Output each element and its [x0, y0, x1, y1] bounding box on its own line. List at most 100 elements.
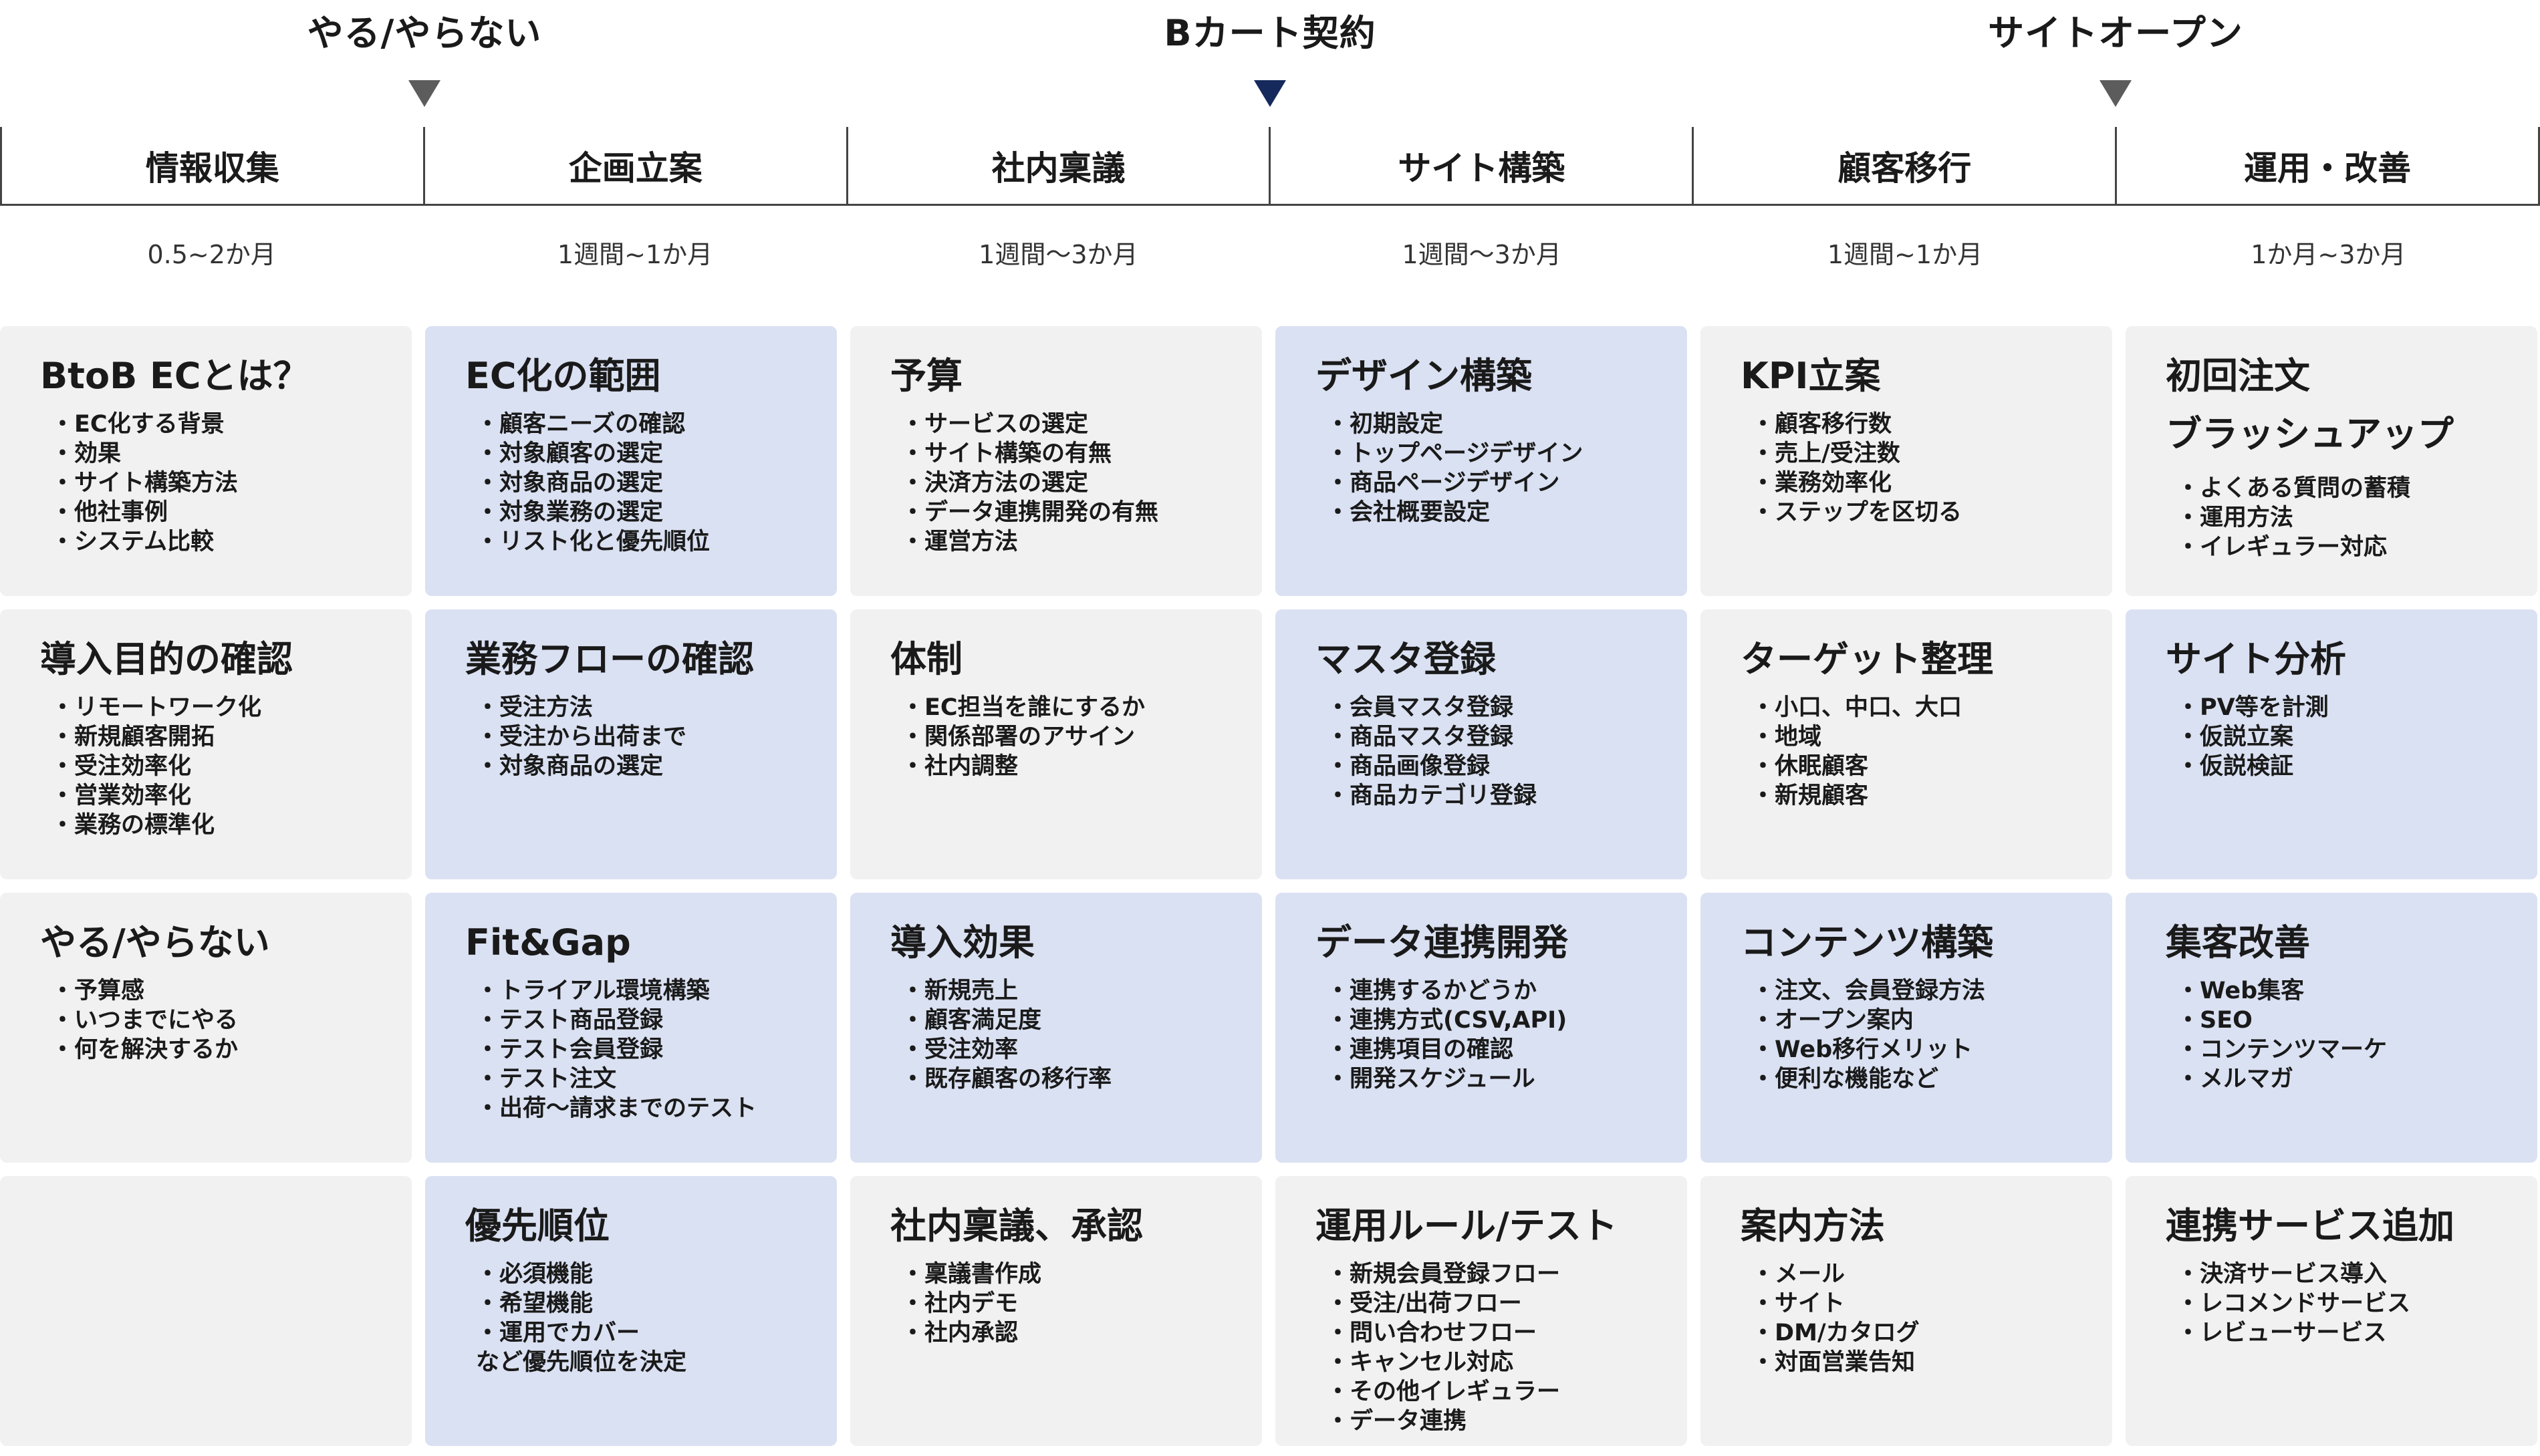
card-item: トライアル環境構築 [476, 976, 798, 1006]
card-item: 希望機能 [476, 1289, 798, 1318]
card-item: 連携項目の確認 [1326, 1035, 1648, 1064]
task-card: Fit&Gap トライアル環境構築テスト商品登録テスト会員登録テスト注文出荷～請求… [425, 893, 837, 1163]
card-item-list: サービスの選定サイト構築の有無決済方法の選定データ連携開発の有無運営方法 [890, 410, 1223, 557]
card-item: サイト [1751, 1289, 2073, 1318]
task-card: 集客改善Web集客SEOコンテンツマーケメルマガ [2126, 893, 2537, 1163]
card-item: 運用方法 [2176, 503, 2499, 533]
task-card: 案内方法メールサイトDM/カタログ対面営業告知 [1700, 1176, 2112, 1446]
card-item: テスト注文 [476, 1064, 798, 1094]
task-card: 優先順位必須機能希望機能運用でカバーなど優先順位を決定 [425, 1176, 837, 1446]
card-item: 決済方法の選定 [901, 468, 1223, 498]
phase-name: 情報収集 [145, 148, 279, 188]
card-item: 他社事例 [51, 498, 373, 527]
card-item: 会員マスタ登録 [1326, 693, 1648, 722]
milestone-label: サイトオープン [1988, 12, 2243, 54]
card-title: 案内方法 [1741, 1205, 1885, 1247]
card-title: Fit&Gap [465, 921, 631, 964]
card-title: BtoB ECとは？ [40, 355, 309, 397]
card-item: 運営方法 [901, 527, 1223, 557]
card-item: 決済サービス導入 [2176, 1260, 2499, 1289]
card-item-list: よくある質問の蓄積運用方法イレギュラー対応 [2166, 474, 2499, 562]
card-item: 対面営業告知 [1751, 1348, 2073, 1377]
card-item: 社内調整 [901, 752, 1223, 781]
card-item: テスト商品登録 [476, 1006, 798, 1035]
card-item-list: 新規会員登録フロー受注/出荷フロー問い合わせフローキャンセル対応その他イレギュラ… [1315, 1260, 1648, 1436]
card-item: 対象業務の選定 [476, 498, 798, 527]
card-item: 社内デモ [901, 1289, 1223, 1318]
card-title: サイト分析 [2166, 638, 2346, 680]
card-item-list: 決済サービス導入レコメンドサービスレビューサービス [2166, 1260, 2499, 1348]
card-item: 休眠顧客 [1751, 752, 2073, 781]
phase-header-row: 情報収集 企画立案 社内稟議 サイト構築 顧客移行 運用・改善 [0, 127, 2540, 206]
card-item: 顧客満足度 [901, 1006, 1223, 1035]
milestone-label: Bカート契約 [1164, 12, 1376, 54]
card-item: 地域 [1751, 722, 2073, 752]
card-item: 商品ページデザイン [1326, 468, 1648, 498]
card-item: 受注効率化 [51, 752, 373, 781]
card-item-list: Web集客SEOコンテンツマーケメルマガ [2166, 976, 2499, 1094]
task-card: 連携サービス追加決済サービス導入レコメンドサービスレビューサービス [2126, 1176, 2537, 1446]
card-item: 受注効率 [901, 1035, 1223, 1064]
phase-name: 企画立案 [568, 148, 703, 188]
card-item: 業務効率化 [1751, 468, 2073, 498]
card-item: 連携するかどうか [1326, 976, 1648, 1006]
card-item-list: リモートワーク化新規顧客開拓受注効率化営業効率化業務の標準化 [40, 693, 373, 840]
phase-header: 社内稟議 [846, 127, 1269, 206]
task-card: 初回注文ブラッシュアップよくある質問の蓄積運用方法イレギュラー対応 [2126, 326, 2537, 596]
card-item: 新規顧客 [1751, 781, 2073, 811]
card-item: 問い合わせフロー [1326, 1318, 1648, 1348]
task-card-grid: BtoB ECとは？EC化する背景効果サイト構築方法他社事例システム比較EC化の… [0, 326, 2540, 1446]
card-item: オープン案内 [1751, 1006, 2073, 1035]
task-card: BtoB ECとは？EC化する背景効果サイト構築方法他社事例システム比較 [0, 326, 412, 596]
phase-duration: 1か月~3か月 [2251, 240, 2406, 269]
card-item: コンテンツマーケ [2176, 1035, 2499, 1064]
card-item: よくある質問の蓄積 [2176, 474, 2499, 503]
task-card: コンテンツ構築注文、会員登録方法オープン案内Web移行メリット便利な機能など [1700, 893, 2112, 1163]
card-title: 連携サービス追加 [2166, 1205, 2454, 1247]
phase-name: 顧客移行 [1837, 148, 1972, 188]
card-note: など優先順位を決定 [476, 1349, 687, 1376]
card-item: DM/カタログ [1751, 1318, 2073, 1348]
phase-header: サイト構築 [1269, 127, 1692, 206]
task-card: 業務フローの確認受注方法受注から出荷まで対象商品の選定 [425, 609, 837, 879]
card-item-list: 予算感いつまでにやる何を解決するか [40, 976, 373, 1064]
card-item: メール [1751, 1260, 2073, 1289]
task-card: ターゲット整理小口、中口、大口地域休眠顧客新規顧客 [1700, 609, 2112, 879]
card-item: 出荷～請求までのテスト [476, 1094, 798, 1123]
task-card: サイト分析PV等を計測仮説立案仮説検証 [2126, 609, 2537, 879]
task-card: KPI立案顧客移行数売上/受注数業務効率化ステップを区切る [1700, 326, 2112, 596]
card-item-list: 初期設定トップページデザイン商品ページデザイン会社概要設定 [1315, 410, 1648, 527]
card-item: メルマガ [2176, 1064, 2499, 1094]
card-item: キャンセル対応 [1326, 1348, 1648, 1377]
card-item: PV等を計測 [2176, 693, 2499, 722]
phase-duration: 1週間～3か月 [1402, 240, 1561, 269]
task-card: 導入効果新規売上顧客満足度受注効率既存顧客の移行率 [850, 893, 1262, 1163]
card-item: 何を解決するか [51, 1035, 373, 1064]
card-item-list: 連携するかどうか連携方式(CSV,API)連携項目の確認開発スケジュール [1315, 976, 1648, 1094]
card-item: 予算感 [51, 976, 373, 1006]
card-item: 注文、会員登録方法 [1751, 976, 2073, 1006]
card-item: トップページデザイン [1326, 439, 1648, 468]
card-item: 既存顧客の移行率 [901, 1064, 1223, 1094]
card-item: 連携方式(CSV,API) [1326, 1006, 1648, 1035]
card-item: 運用でカバー [476, 1318, 798, 1348]
card-item-list: メールサイトDM/カタログ対面営業告知 [1741, 1260, 2073, 1377]
phase-name: 運用・改善 [2244, 148, 2412, 188]
card-item: テスト会員登録 [476, 1035, 798, 1064]
phase-header: 企画立案 [422, 127, 846, 206]
card-item: リスト化と優先順位 [476, 527, 798, 557]
card-item: 受注方法 [476, 693, 798, 722]
card-item: 顧客ニーズの確認 [476, 410, 798, 439]
card-item: 売上/受注数 [1751, 439, 2073, 468]
card-subtitle: ブラッシュアップ [2166, 413, 2454, 456]
card-item: いつまでにやる [51, 1006, 373, 1035]
card-title: 予算 [890, 355, 963, 397]
card-item-list: 会員マスタ登録商品マスタ登録商品画像登録商品カテゴリ登録 [1315, 693, 1648, 811]
phase-name: 社内稟議 [991, 148, 1126, 188]
card-item-list: EC担当を誰にするか関係部署のアサイン社内調整 [890, 693, 1223, 781]
card-item: その他イレギュラー [1326, 1377, 1648, 1407]
card-item: 稟議書作成 [901, 1260, 1223, 1289]
card-item: ステップを区切る [1751, 498, 2073, 527]
card-item: 商品カテゴリ登録 [1326, 781, 1648, 811]
card-title: ターゲット整理 [1741, 638, 1993, 680]
